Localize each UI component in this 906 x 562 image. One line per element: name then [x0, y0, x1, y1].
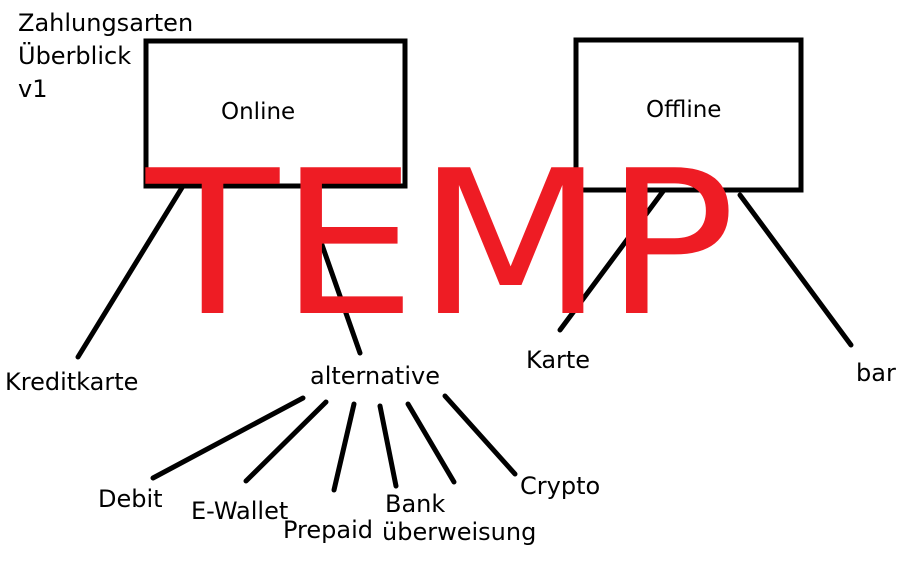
edge-offline-karte [557, 187, 667, 333]
kreditkarte-label: Kreditkarte [5, 368, 138, 396]
bank-label-line-2: überweisung [382, 518, 536, 546]
online-label: Online [221, 99, 295, 125]
title-line-1: Zahlungsarten [18, 9, 193, 37]
edge-online-kreditkarte [75, 183, 186, 360]
temp-watermark: TEMP [145, 128, 736, 361]
alternative-label: alternative [310, 362, 440, 390]
edge-alternative-ewallet [243, 399, 329, 484]
title-line-3: v1 [18, 75, 47, 103]
bank-label-line-1: Bank [385, 490, 445, 518]
edge-alternative-prepaid [331, 401, 357, 493]
edge-alternative-bank [377, 403, 399, 489]
title-line-2: Überblick [18, 41, 131, 70]
edge-offline-bar [737, 192, 854, 348]
edge-online-alternative [312, 222, 363, 356]
ewallet-label: E-Wallet [191, 497, 288, 525]
karte-label: Karte [526, 346, 590, 374]
bank-label: Bank überweisung [382, 490, 536, 546]
diagram-title: Zahlungsarten Überblick v1 [18, 9, 201, 103]
crypto-label: Crypto [520, 472, 600, 500]
edge-alternative-crypto-inner [405, 401, 457, 485]
online-box [143, 38, 408, 189]
offline-box [573, 37, 804, 193]
prepaid-label: Prepaid [283, 516, 373, 544]
edge-alternative-crypto [442, 393, 518, 477]
offline-label: Offline [646, 97, 721, 123]
bar-label: bar [856, 359, 896, 387]
debit-label: Debit [98, 485, 163, 513]
edge-alternative-debit [150, 395, 306, 481]
